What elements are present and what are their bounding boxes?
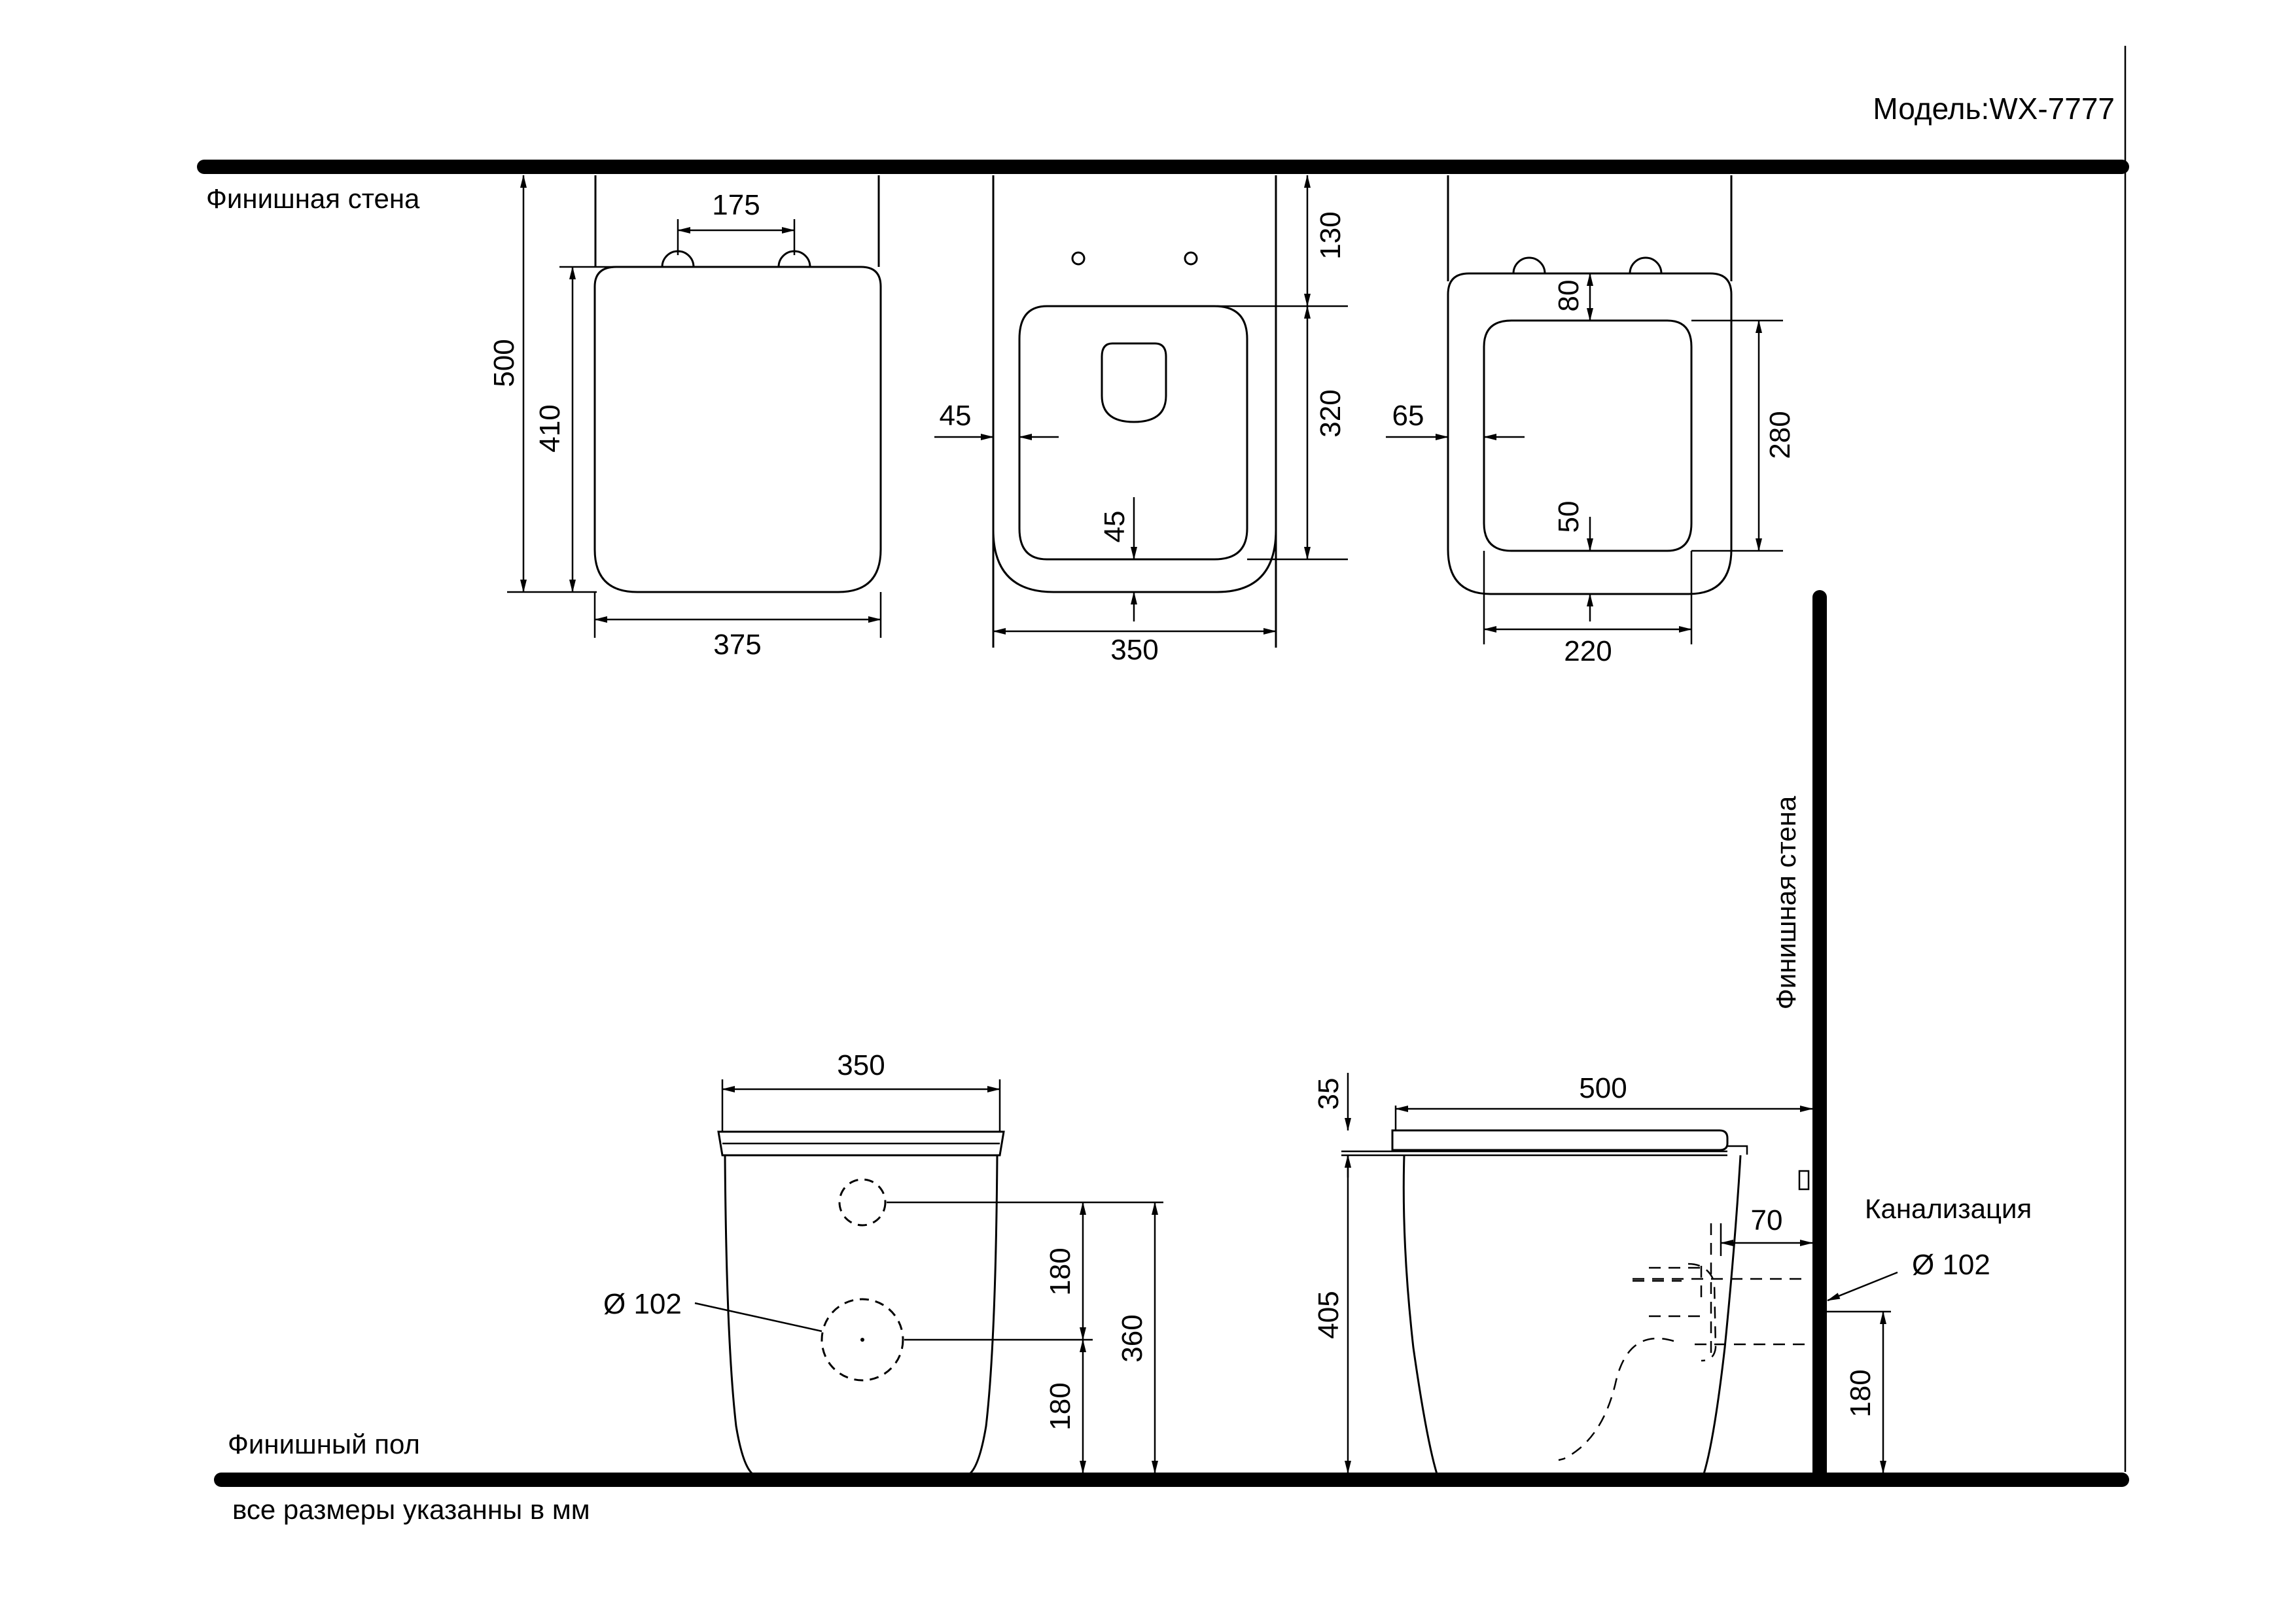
hinge-right-icon [1629, 256, 1663, 274]
seat-lid-edge [717, 1130, 1005, 1157]
dim-45-bottom: 45 [1099, 511, 1131, 543]
view-front: 350 Ø 102 180 180 360 [603, 1049, 1163, 1475]
trap-hidden [1633, 1223, 1712, 1359]
mount-hole-left-icon [1071, 251, 1086, 266]
finish-wall-top-label: Финишная стена [206, 183, 420, 214]
dim-65: 65 [1392, 400, 1424, 432]
dim-320: 320 [1315, 389, 1347, 437]
dim-410: 410 [534, 404, 566, 452]
dim-500: 500 [488, 339, 520, 387]
dim-405: 405 [1313, 1291, 1345, 1338]
inlet-hole-icon [838, 1178, 887, 1227]
dim-350-top: 350 [1110, 634, 1158, 666]
dim-220: 220 [1564, 635, 1612, 667]
model-label: Модель:WX-7777 [1873, 92, 2115, 126]
view-side: 500 35 405 70 Канализация Ø 102 180 [1313, 1072, 2032, 1475]
dim-375: 375 [713, 629, 761, 661]
trap-curve-hidden [1558, 1337, 1674, 1461]
finish-wall-side-label: Финишная стена [1771, 795, 1801, 1009]
dim-180-side: 180 [1845, 1369, 1877, 1417]
dim-500-side: 500 [1579, 1072, 1627, 1104]
bowl-left-contour [724, 1155, 754, 1475]
view-bowl-top: 130 320 45 45 350 [934, 175, 1348, 666]
finish-floor-label: Финишный пол [228, 1429, 420, 1459]
drain-outlet-icon [1101, 342, 1167, 423]
dim-70: 70 [1751, 1204, 1783, 1236]
hinge-left-icon [1512, 256, 1546, 274]
seat-ring-outline [1447, 272, 1733, 595]
sewer-label: Канализация [1865, 1193, 2032, 1224]
dim-180-upper: 180 [1044, 1248, 1076, 1295]
dim-280: 280 [1764, 411, 1796, 459]
dim-175: 175 [712, 189, 760, 221]
dim-45-side: 45 [940, 400, 972, 432]
view-seat-cover: 175 500 410 375 [488, 175, 882, 661]
diameter-front-label: Ø 102 [603, 1288, 682, 1320]
bowl-right-contour [968, 1155, 998, 1475]
outlet-hole-icon [821, 1298, 904, 1382]
bowl-rim-inner [1018, 305, 1248, 561]
dim-130: 130 [1315, 211, 1347, 259]
seat-lid-side [1391, 1129, 1729, 1151]
bowl-back-contour [1703, 1155, 1742, 1475]
dim-50: 50 [1553, 501, 1585, 533]
dim-80: 80 [1553, 280, 1585, 312]
dim-35: 35 [1313, 1078, 1345, 1110]
mount-hole-right-icon [1184, 251, 1198, 266]
units-note: все размеры указанны в мм [232, 1494, 590, 1525]
diameter-side-label: Ø 102 [1912, 1249, 1990, 1281]
seat-ring-inner [1483, 319, 1693, 552]
dim-180-lower: 180 [1044, 1382, 1076, 1430]
dim-350-front: 350 [837, 1049, 885, 1081]
dim-360: 360 [1116, 1314, 1148, 1362]
view-seat-ring: 80 280 65 50 220 [1386, 175, 1796, 667]
bowl-front-contour [1402, 1155, 1438, 1475]
seat-cover-outline [593, 266, 882, 593]
wall-flange-icon [1798, 1170, 1810, 1191]
